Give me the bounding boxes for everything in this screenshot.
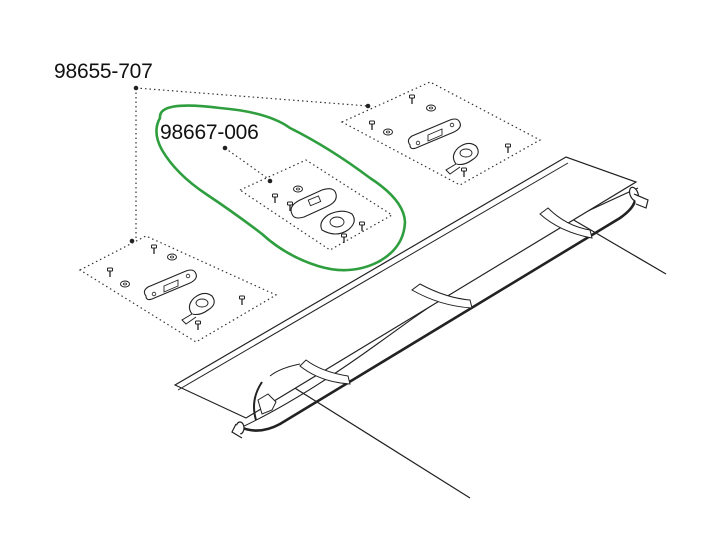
leader-lines bbox=[135, 87, 369, 240]
kit-parts-left bbox=[106, 244, 246, 331]
awning-straps bbox=[299, 207, 593, 385]
leader-dot-parent bbox=[133, 85, 139, 91]
leader-dot-left-kit bbox=[129, 238, 135, 244]
leader-dot-right-kit bbox=[365, 103, 371, 109]
fabric-edge-front bbox=[281, 379, 471, 499]
leader-dot-middle-kit bbox=[267, 178, 273, 184]
canopy-housing bbox=[173, 156, 638, 419]
kit-outline-right bbox=[340, 81, 542, 186]
part-number-highlighted-kit: 98667-006 bbox=[160, 121, 259, 144]
kit-parts-middle bbox=[271, 185, 366, 244]
highlight-loop bbox=[155, 104, 407, 272]
leader-dot-child bbox=[222, 145, 228, 151]
kit-parts-right bbox=[368, 94, 512, 178]
kit-outlines bbox=[78, 81, 542, 343]
kit-outline-left bbox=[78, 235, 278, 343]
part-number-parent-kit: 98655-707 bbox=[54, 60, 153, 83]
awning-assembly bbox=[173, 156, 667, 499]
